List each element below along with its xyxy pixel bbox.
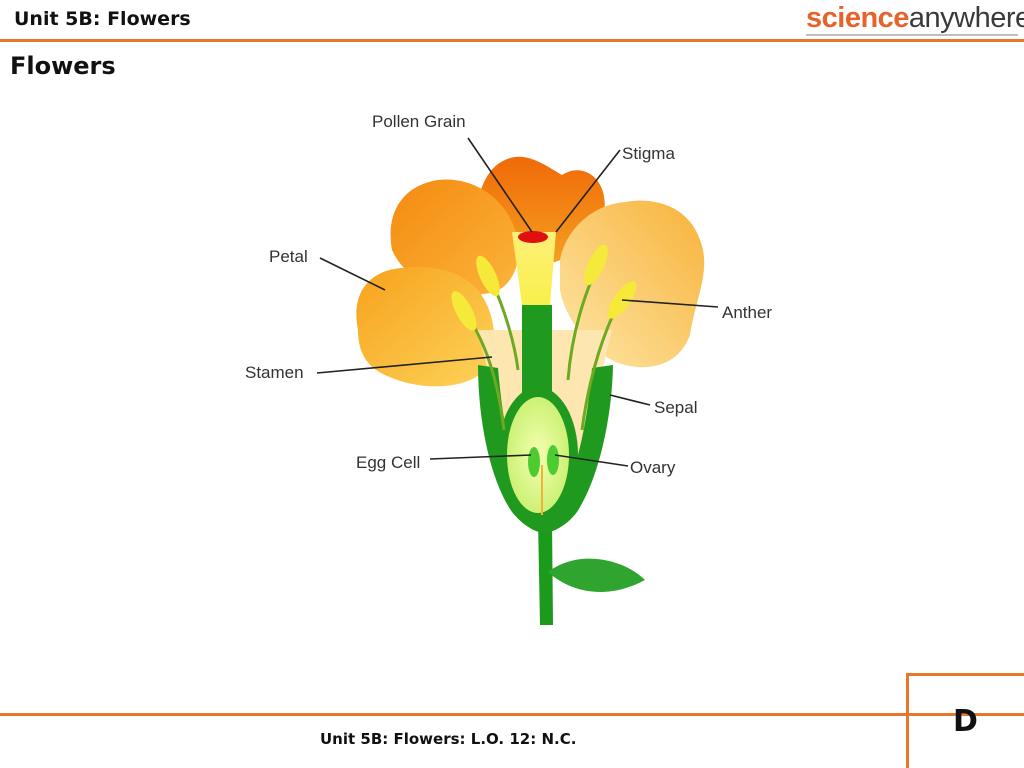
anther-3 xyxy=(584,244,608,286)
egg-cell-right xyxy=(547,445,559,475)
logo-underline xyxy=(806,34,1018,36)
header-rule xyxy=(0,39,1024,42)
label-stigma: Stigma xyxy=(622,144,675,163)
anther-2 xyxy=(476,255,500,297)
leader-sepal xyxy=(609,394,651,406)
page-title: Flowers xyxy=(10,52,116,80)
leaf xyxy=(548,558,645,592)
stem xyxy=(538,520,553,625)
logo-anywhere-text: anywhere xyxy=(908,2,1024,34)
style-green xyxy=(522,305,552,400)
label-ovary: Ovary xyxy=(630,458,676,477)
leader-pollen-grain xyxy=(467,137,533,233)
footer-text: Unit 5B: Flowers: L.O. 12: N.C. xyxy=(320,730,577,748)
logo-science-text: science xyxy=(806,2,909,34)
egg-cell-left xyxy=(528,447,540,477)
label-sepal: Sepal xyxy=(654,398,697,417)
leader-stigma xyxy=(555,149,621,233)
science-anywhere-logo: scienceanywhere xyxy=(806,2,1024,35)
sepal-left xyxy=(478,365,548,533)
leader-egg-cell xyxy=(429,454,532,460)
style-tube xyxy=(512,232,556,305)
label-anther: Anther xyxy=(722,303,772,322)
label-stamen: Stamen xyxy=(245,363,304,382)
stigma xyxy=(518,231,548,243)
badge-letter: D xyxy=(953,704,978,739)
leader-stamen xyxy=(316,356,493,374)
footer-rule xyxy=(0,713,1024,716)
slide-badge: D xyxy=(906,673,1024,768)
label-petal: Petal xyxy=(269,247,308,266)
header-title: Unit 5B: Flowers xyxy=(14,8,191,30)
label-pollen-grain: Pollen Grain xyxy=(372,112,466,131)
leader-ovary xyxy=(554,454,629,467)
label-egg-cell: Egg Cell xyxy=(356,453,420,472)
leader-anther xyxy=(621,299,719,308)
sepal-right xyxy=(540,365,613,533)
anther-1 xyxy=(451,291,477,331)
leader-petal xyxy=(319,257,386,291)
